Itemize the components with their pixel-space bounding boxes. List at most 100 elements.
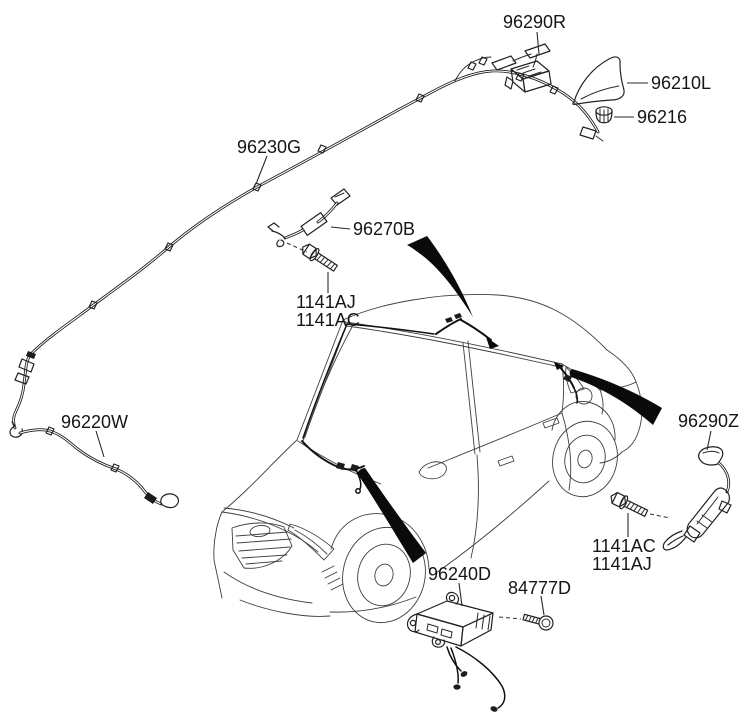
- car-front-hub: [374, 563, 394, 587]
- cowl-harness-ring: [355, 488, 361, 494]
- rear-antenna-cap: [698, 446, 724, 466]
- roof-antenna-link-wire: [512, 53, 532, 62]
- shark-fin-antenna-drawing: [572, 56, 625, 105]
- amp-wire-ring: [490, 706, 498, 712]
- roof-feeder-cable-core: [13, 70, 599, 429]
- car-b-pillar: [462, 342, 476, 455]
- bolt-head: [302, 243, 317, 260]
- roof-harness-arrowhead: [486, 337, 499, 349]
- rail-harness-run: [346, 323, 435, 335]
- label-rear-bolt-line1[interactable]: 1141AC: [592, 536, 656, 556]
- label-front-bolt-line1[interactable]: 1141AJ: [296, 292, 356, 312]
- car-sill-line: [435, 480, 550, 574]
- zoom-arrow-cowl: [357, 468, 426, 563]
- cable-end-hook: [9, 421, 24, 438]
- rear-antenna-rod-inner: [696, 496, 719, 529]
- bolt-threads: [626, 501, 646, 516]
- cable-clip: [164, 242, 174, 252]
- amp-box-right: [460, 612, 494, 647]
- roof-antenna-bracket-foot: [504, 76, 514, 90]
- screw-head-inner: [541, 618, 551, 628]
- label-shark-fin-antenna[interactable]: 96210L: [651, 73, 711, 93]
- amp-wire-3: [455, 646, 506, 709]
- label-front-feeder-cable[interactable]: 96220W: [61, 412, 128, 432]
- cable-inline-connector: [18, 358, 35, 373]
- wire-clip: [478, 56, 488, 66]
- roof-harness-connector: [445, 317, 453, 323]
- label-antenna-jumper-cable[interactable]: 96270B: [353, 219, 415, 239]
- cable-clip: [415, 93, 425, 103]
- amp-ear-left: [406, 613, 420, 633]
- front-feeder-end-loop: [160, 493, 180, 509]
- jumper-end-loop: [276, 239, 285, 248]
- amp-box-top: [416, 600, 494, 628]
- label-rear-bolt-line2[interactable]: 1141AJ: [592, 554, 652, 574]
- amp-wire-2: [450, 647, 459, 684]
- jumper-flag-connector: [330, 188, 351, 206]
- car-front-door-handle: [497, 455, 515, 467]
- leader-96230g: [255, 155, 268, 185]
- car-lower-lip: [239, 599, 331, 617]
- front-feeder-cable-line: [18, 428, 163, 506]
- amp-ear-bottom: [431, 636, 446, 648]
- roof-antenna-flag-connector: [524, 43, 551, 59]
- car-roof-rail: [344, 321, 563, 365]
- roof-harness-connector: [454, 313, 462, 319]
- quarter-harness-arrowhead: [554, 362, 564, 370]
- roof-antenna-unit-drawing: [454, 43, 552, 93]
- zoom-arrow-roof: [407, 236, 473, 317]
- bolt-to-assembly-dash: [649, 513, 671, 519]
- rear-mounting-bolt-drawing: [610, 491, 649, 517]
- amp-ear-top-hole: [448, 594, 456, 602]
- car-rear-rim: [564, 434, 606, 484]
- car-b-pillar-inner: [467, 340, 481, 453]
- roof-antenna-bracket-front: [522, 70, 552, 93]
- amp-box-front: [414, 613, 464, 647]
- front-feeder-cable-drawing: [18, 426, 180, 509]
- antenna-jumper-cable-drawing: [267, 188, 351, 253]
- amp-ear-top: [445, 591, 460, 605]
- leader-96290z: [706, 430, 712, 451]
- label-rear-antenna-assembly[interactable]: 96290Z: [678, 411, 739, 431]
- label-roof-feeder-cable[interactable]: 96230G: [237, 137, 301, 157]
- car-windshield-far-pillar: [304, 326, 353, 438]
- amp-ear-bottom-hole: [435, 638, 442, 645]
- rear-antenna-hook: [662, 530, 687, 551]
- cable-inline-connector: [14, 372, 30, 385]
- front-feeder-cable-core: [19, 429, 162, 505]
- car-rear-door-handle: [542, 417, 560, 429]
- roof-harness-wire: [435, 318, 462, 335]
- car-front-edge: [213, 511, 223, 599]
- rear-antenna-rod: [686, 487, 730, 539]
- jumper-wire-upper-core: [317, 202, 338, 223]
- car-headlight: [287, 523, 335, 561]
- amp-wire-ring: [460, 671, 468, 677]
- label-front-bolt-line2[interactable]: 1141AC: [296, 310, 360, 330]
- car-front-rim: [357, 543, 411, 607]
- car-front-door-seam: [470, 454, 479, 559]
- label-antenna-amplifier[interactable]: 96240D: [428, 564, 491, 584]
- car-hood-silhouette: [221, 439, 298, 513]
- shark-fin-base-line: [580, 85, 620, 100]
- screw-head: [538, 615, 554, 631]
- car-grille: [231, 522, 293, 569]
- jumper-ferrite: [300, 212, 328, 236]
- label-amplifier-screw[interactable]: 84777D: [508, 578, 571, 598]
- cable-ferrule: [26, 351, 36, 359]
- label-roof-antenna-unit[interactable]: 96290R: [503, 12, 566, 32]
- label-antenna-nut[interactable]: 96216: [637, 107, 687, 127]
- jumper-end-bracket: [267, 222, 286, 239]
- car-roof-silhouette: [342, 294, 608, 351]
- car-rear-bumper-bottom: [599, 451, 623, 464]
- cable-tail-connector: [579, 126, 597, 140]
- car-rear-tire: [552, 420, 618, 498]
- rear-antenna-cap-inner: [702, 451, 720, 454]
- cowl-harness-drawing: [301, 440, 365, 494]
- roof-harness-branch: [460, 319, 492, 341]
- car-logo: [249, 524, 271, 538]
- cable-clip: [317, 144, 327, 154]
- front-feeder-end-connector: [144, 492, 157, 504]
- car-belt-line: [427, 412, 563, 469]
